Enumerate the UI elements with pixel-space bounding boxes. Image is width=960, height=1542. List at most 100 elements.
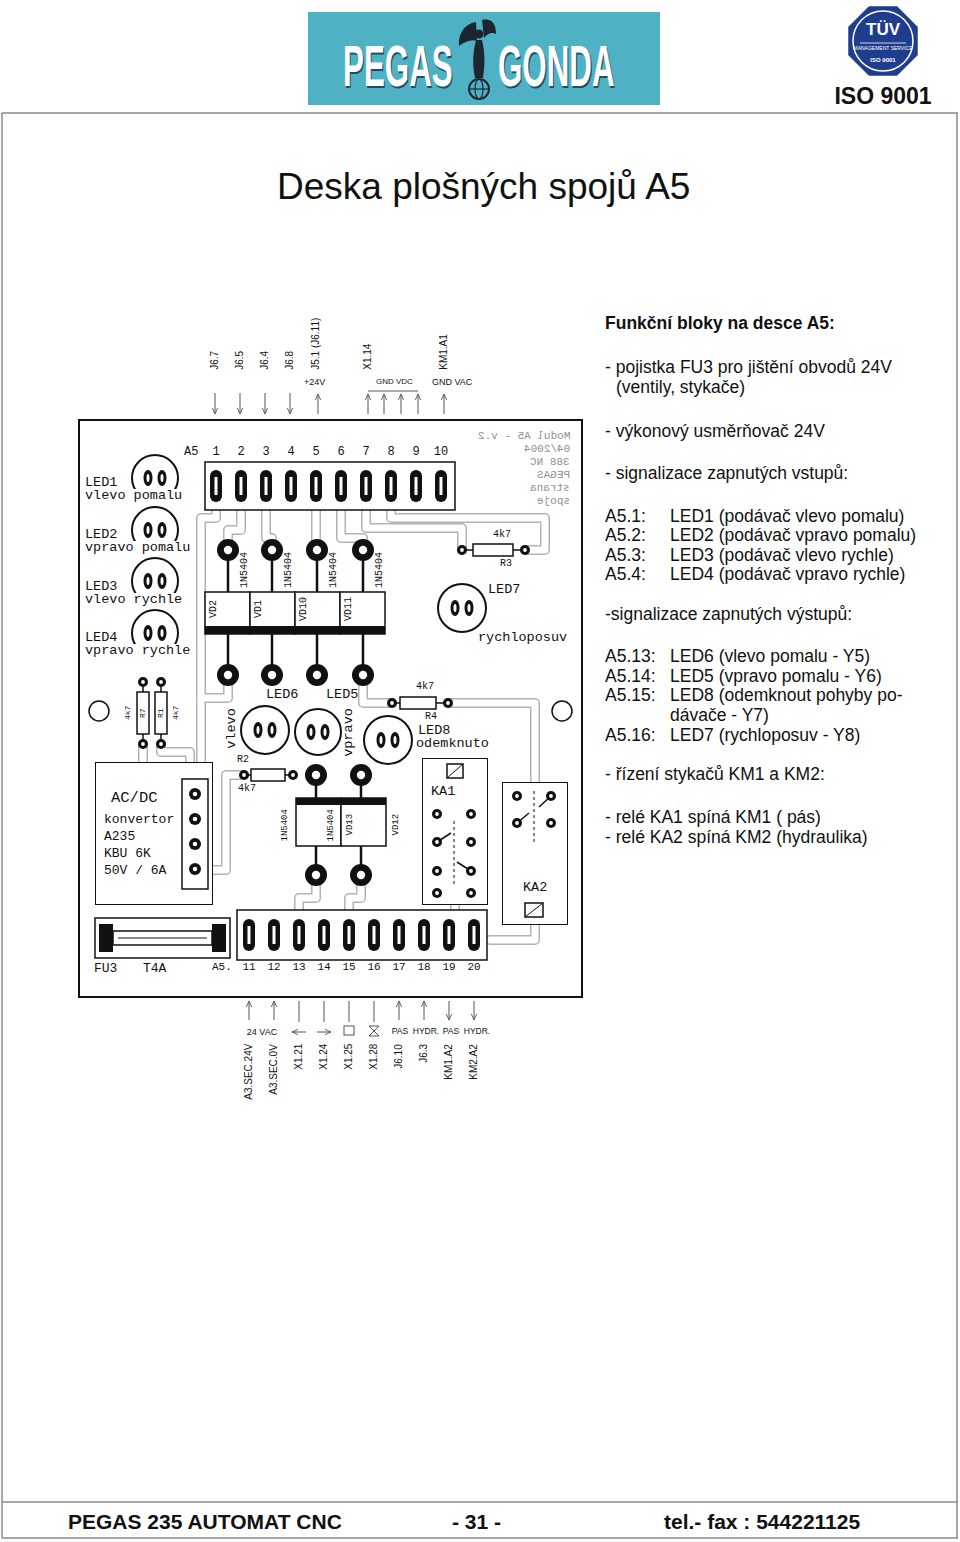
description-text: LED3 (podávač vlevo rychle)	[670, 546, 894, 566]
signal-name: J5.1 (J6.11)	[310, 318, 322, 370]
signal-name: J6.4	[259, 351, 271, 370]
resistor-symbol	[137, 692, 149, 734]
solder-pad	[261, 664, 283, 686]
terminal-slot	[273, 926, 276, 944]
page-frame	[2, 113, 958, 1538]
led-symbol	[295, 709, 341, 755]
node-illustration	[503, 783, 569, 926]
diode-name: VD13	[346, 814, 355, 836]
node-text: A235	[104, 830, 135, 843]
watermark-text: strana	[530, 483, 570, 494]
terminal-pad	[235, 470, 247, 502]
pad-hole	[193, 867, 198, 872]
terminal-number: 1	[212, 446, 219, 458]
node-text: ISO 9001	[870, 57, 895, 64]
solder-pad	[512, 818, 522, 828]
watermark-text: spoje	[537, 496, 570, 507]
output-arrow	[418, 394, 419, 414]
terminal-pad	[343, 919, 355, 951]
terminal-number: 18	[417, 962, 430, 973]
led-symbol	[438, 584, 486, 632]
angel-body	[473, 40, 484, 78]
converter-module: AC/DCkonvertorA235KBU 6K50V / 6A	[95, 762, 213, 905]
description-text: - výkonový usměrňovač 24V	[605, 422, 825, 442]
led-pad	[158, 625, 167, 641]
solder-pad	[352, 664, 374, 686]
terminal-slot	[423, 926, 426, 944]
input-arrow	[474, 1001, 475, 1020]
signal-name: A3.SEC.0V	[268, 1044, 280, 1095]
terminal-number: 14	[317, 962, 330, 973]
terminal-slot	[348, 926, 351, 944]
terminal-slot	[415, 477, 418, 495]
pad-hole	[193, 842, 198, 847]
frame-line	[2, 1501, 958, 1503]
diode-type: 1N5404	[375, 552, 385, 588]
description-text: - relé KA2 spíná KM2 (hydraulika)	[605, 828, 868, 848]
resistor-symbol	[155, 692, 167, 734]
led-symbol	[241, 706, 289, 754]
terminal-block	[205, 462, 455, 510]
node-text: 50V / 6A	[104, 864, 166, 877]
fuse-wire	[118, 938, 207, 939]
signal-group: 24 VAC	[247, 1027, 277, 1037]
relay-box: KA1	[422, 758, 488, 905]
signal-name: X1.25	[343, 1044, 355, 1070]
solder-pad	[512, 791, 522, 801]
pad-hole	[515, 794, 519, 798]
solder-pad	[189, 813, 201, 825]
pad-hole	[141, 680, 145, 684]
led-pad	[307, 724, 316, 740]
diode-type: 1N5404	[284, 552, 294, 588]
input-arrow	[215, 393, 216, 414]
output-arrow	[274, 1001, 275, 1020]
solder-pad	[261, 539, 283, 561]
led-label: vlevo	[225, 708, 239, 749]
solder-pad	[546, 818, 556, 828]
signal-line	[324, 1001, 325, 1022]
badge-rule	[860, 43, 906, 44]
input-arrow	[240, 393, 241, 414]
terminal-number: 17	[392, 962, 405, 973]
output-code: A5.15:	[605, 686, 656, 706]
signal-name: KM1.A1	[438, 334, 450, 370]
pad-hole	[147, 629, 150, 637]
pad-hole	[257, 726, 260, 734]
pad-hole	[147, 526, 150, 534]
fuse-rating: T4A	[143, 962, 166, 975]
input-arrow	[290, 393, 291, 414]
mounting-hole	[89, 701, 109, 721]
relay-coil	[525, 903, 543, 917]
diode-body	[296, 798, 341, 846]
signal-name: X1.28	[368, 1044, 380, 1070]
resistor-value: 4k7	[493, 530, 511, 540]
signal-name: X1.14	[362, 344, 374, 370]
terminal-slot	[373, 926, 376, 944]
diode-body	[340, 592, 385, 634]
terminal-slot	[390, 477, 393, 495]
led-pad	[391, 732, 400, 748]
terminal-slot	[365, 477, 368, 495]
led-label: vpravo	[342, 708, 356, 757]
diode-name: VD10	[299, 597, 309, 621]
terminal-slot	[215, 477, 218, 495]
pad-hole	[159, 742, 163, 746]
led-pad	[321, 724, 330, 740]
solder-pad	[432, 866, 442, 876]
angel-wing	[482, 20, 496, 38]
signal-name: J6.3	[418, 1044, 430, 1063]
pad-hole	[380, 736, 383, 744]
pad-hole	[357, 871, 365, 879]
pad-hole	[469, 812, 473, 816]
terminal-number: 11	[242, 962, 255, 973]
resistor-name: R3	[500, 559, 512, 569]
pad-hole	[224, 546, 232, 554]
led-label: vlevo rychle	[85, 593, 182, 607]
led-label: vpravo pomalu	[85, 541, 190, 555]
led-label: LED4	[85, 631, 117, 645]
components	[132, 455, 530, 951]
diode-band	[295, 626, 340, 634]
signal-name: KM1.A2	[443, 1044, 455, 1080]
terminal-slot	[448, 926, 451, 944]
